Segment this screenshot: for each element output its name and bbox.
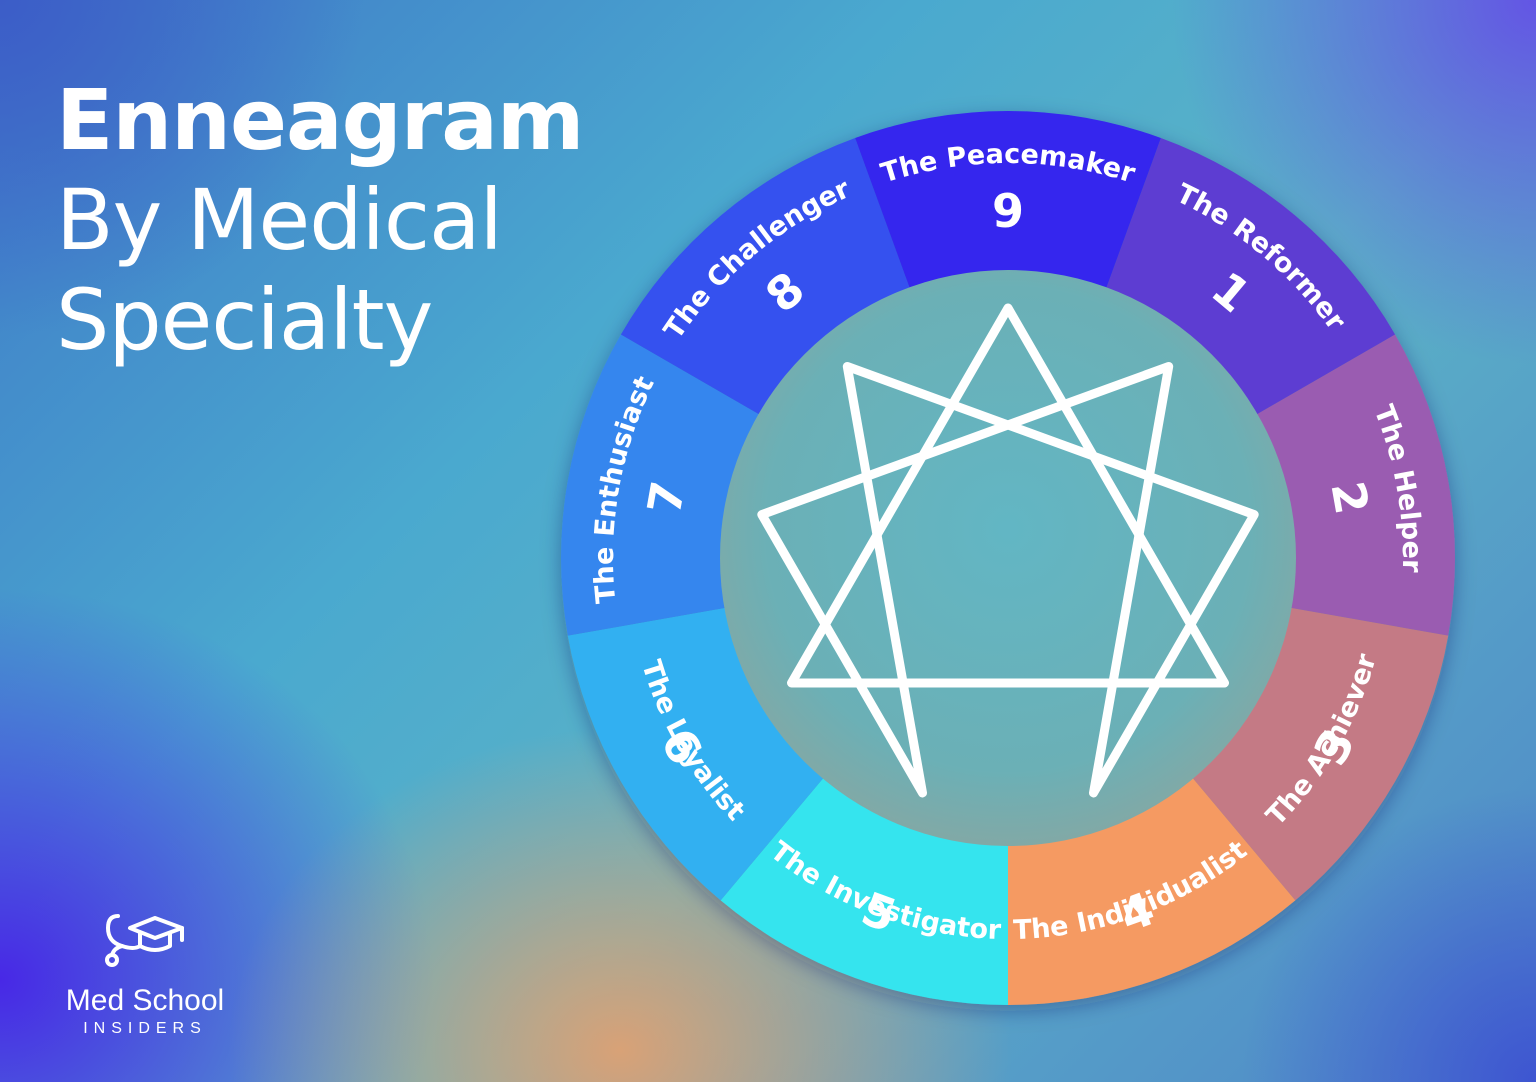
enneagram-inner-circle [720, 270, 1296, 846]
enneagram-type-number-9: 9 [992, 184, 1024, 238]
enneagram-segment-6 [567, 604, 836, 901]
enneagram-segment-3 [1180, 604, 1449, 901]
enneagram-segment-9 [855, 111, 1161, 307]
enneagram-segment-8 [620, 137, 917, 424]
title-line-1: Enneagram [56, 71, 584, 169]
brand-name: Med School [65, 984, 225, 1017]
enneagram-triangle [786, 303, 1230, 688]
brand-subtitle: INSIDERS [83, 1020, 207, 1037]
enneagram-hexad [757, 361, 1259, 798]
enneagram-segment-1 [1099, 137, 1396, 424]
stethoscope-graduation-cap-icon [105, 914, 184, 967]
title-line-3: Specialty [56, 271, 433, 369]
enneagram-symbol-icon [757, 303, 1259, 798]
brand-logo: Med School INSIDERS [40, 910, 250, 1038]
page-title: Enneagram By Medical Specialty [56, 70, 584, 370]
title-line-2: By Medical [56, 171, 503, 269]
